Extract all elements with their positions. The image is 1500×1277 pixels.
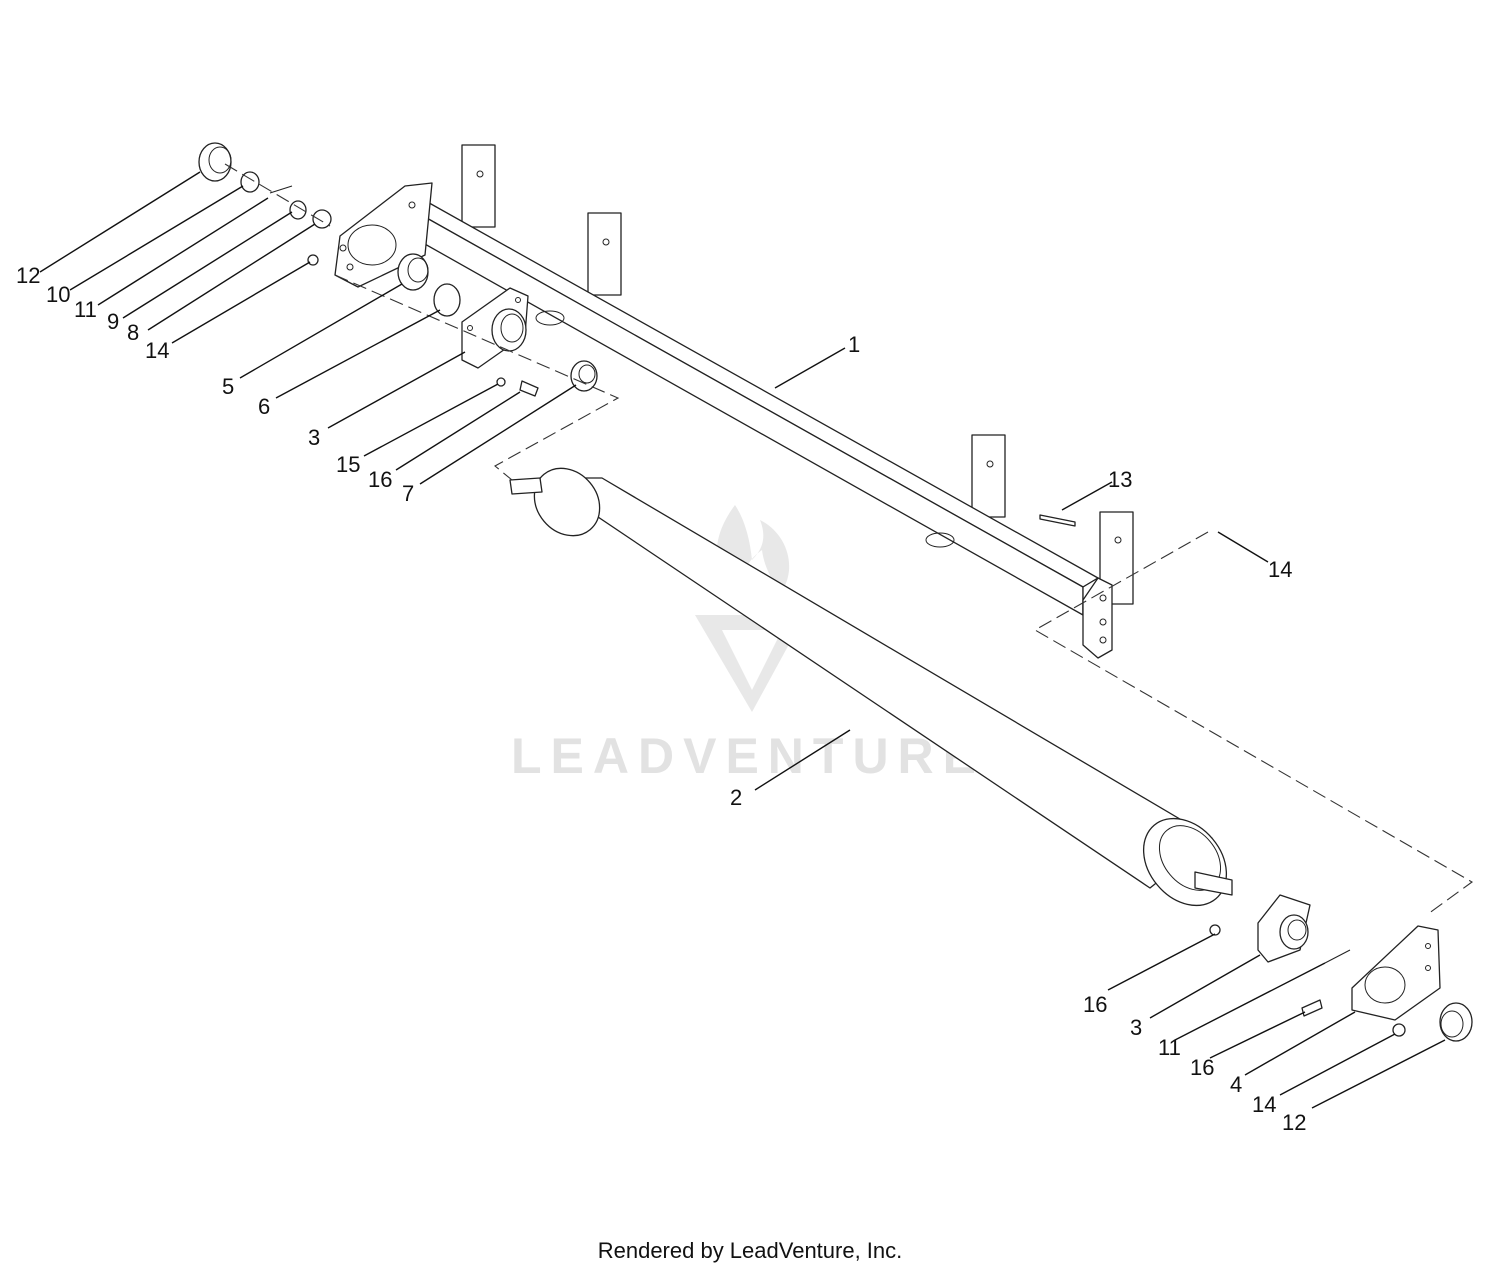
callout-11-right: 11: [1158, 1035, 1181, 1060]
callout-2: 2: [730, 785, 742, 810]
callout-4: 4: [1230, 1072, 1242, 1097]
roller-tube: [509, 467, 1233, 907]
frame-bar: [399, 144, 1134, 616]
callout-14-left: 14: [145, 338, 169, 363]
callout-7: 7: [402, 481, 414, 506]
pin-13: [1039, 514, 1076, 527]
callout-12-left: 12: [16, 263, 40, 288]
leader-lines: [39, 171, 1446, 1109]
callout-14-right-bottom: 14: [1252, 1092, 1276, 1117]
left-hardware: [198, 142, 598, 397]
callout-10: 10: [46, 282, 70, 307]
right-frame-plate: [1082, 577, 1113, 659]
callout-9: 9: [107, 309, 119, 334]
callout-16-right-a: 16: [1083, 992, 1107, 1017]
callout-3-left: 3: [308, 425, 320, 450]
callout-1: 1: [848, 332, 860, 357]
footer-credit: Rendered by LeadVenture, Inc.: [597, 1238, 903, 1263]
callout-16-right-b: 16: [1190, 1055, 1214, 1080]
callout-3-right: 3: [1130, 1015, 1142, 1040]
callout-15: 15: [336, 452, 360, 477]
callout-13: 13: [1108, 467, 1132, 492]
callout-12-right: 12: [1282, 1110, 1306, 1135]
callout-numbers: 12 10 11 9 8 14 5 6 3 15 16 7 1 13 14 2 …: [16, 263, 1306, 1135]
right-hardware: [1209, 894, 1473, 1042]
callout-5: 5: [222, 374, 234, 399]
watermark-text: LEADVENTURE: [511, 728, 985, 784]
callout-6: 6: [258, 394, 270, 419]
callout-16-left: 16: [368, 467, 392, 492]
callout-11-left: 11: [74, 297, 97, 322]
assembly-dashed-lines: [224, 163, 1474, 915]
callout-8: 8: [127, 320, 139, 345]
callout-14-right-top: 14: [1268, 557, 1292, 582]
